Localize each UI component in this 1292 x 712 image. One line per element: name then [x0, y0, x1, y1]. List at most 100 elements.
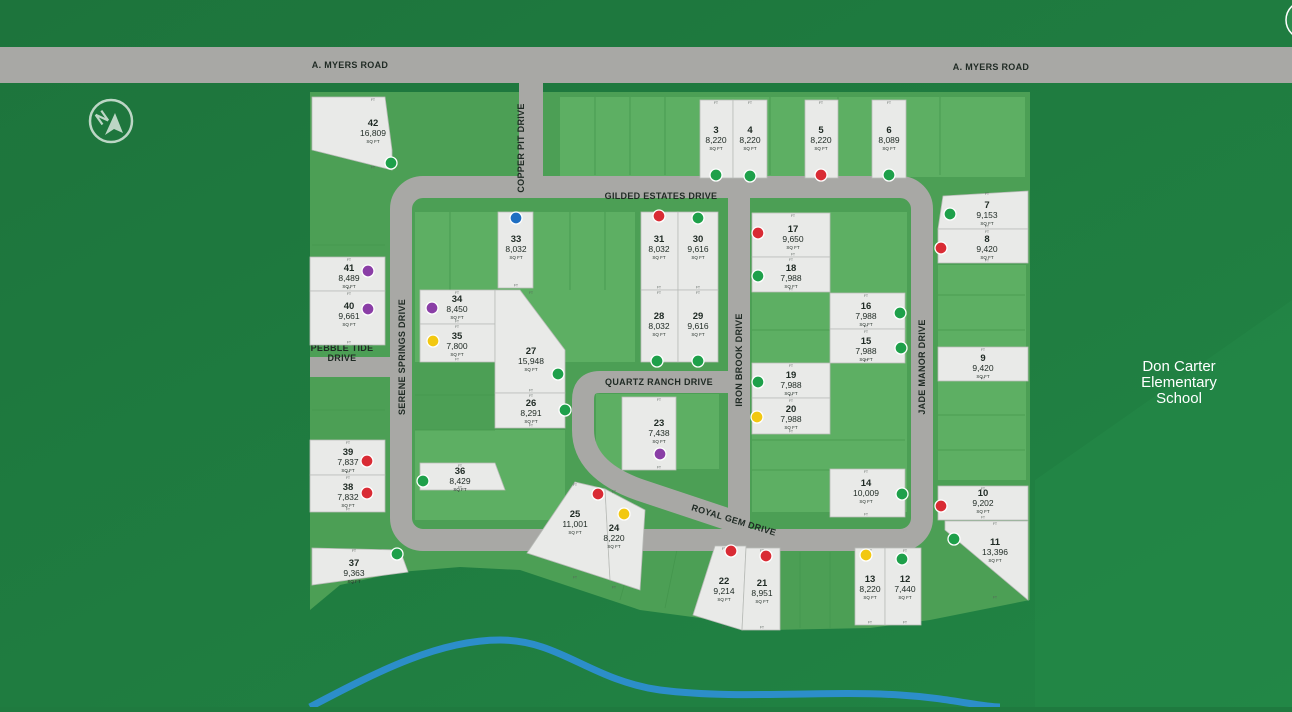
lot-shape[interactable] — [829, 468, 906, 518]
status-dot-lot-14[interactable] — [895, 487, 909, 501]
status-dot-lot-12[interactable] — [895, 552, 909, 566]
lot-shape[interactable] — [871, 99, 907, 179]
lot-shape[interactable] — [732, 99, 768, 179]
status-dot-lot-28[interactable] — [650, 354, 664, 368]
lot-shape[interactable] — [751, 256, 831, 293]
river — [308, 636, 1001, 711]
status-dot-lot-30[interactable] — [691, 211, 705, 225]
status-dot-lot-20[interactable] — [750, 410, 764, 424]
status-dot-lot-25[interactable] — [591, 487, 605, 501]
status-dot-lot-36[interactable] — [416, 474, 430, 488]
status-dot-lot-27[interactable] — [551, 367, 565, 381]
lot-shape[interactable] — [497, 211, 534, 289]
lot-shape[interactable] — [604, 488, 646, 591]
status-dot-lot-24[interactable] — [617, 507, 631, 521]
status-dot-lot-26[interactable] — [558, 403, 572, 417]
status-dot-lot-37[interactable] — [390, 547, 404, 561]
lot-shape[interactable] — [311, 547, 409, 586]
lot-shape[interactable] — [829, 328, 906, 364]
lot-sqft: 9,153 — [976, 210, 998, 220]
lot-shape[interactable] — [741, 547, 781, 631]
status-dot-lot-16[interactable] — [893, 306, 907, 320]
status-dot-lot-6[interactable] — [882, 168, 896, 182]
lot-shape[interactable] — [944, 520, 1029, 601]
status-dot-lot-5[interactable] — [814, 168, 828, 182]
lot-dimension-top: FT — [458, 464, 462, 468]
lot-shape[interactable] — [309, 474, 386, 513]
status-dot-lot-17[interactable] — [751, 226, 765, 240]
status-dot-lot-10[interactable] — [934, 499, 948, 513]
status-dot-lot-11[interactable] — [947, 532, 961, 546]
lot-shape[interactable] — [884, 547, 922, 626]
lot-sqft-unit: SQ FT — [717, 597, 731, 602]
status-dot-lot-18[interactable] — [751, 269, 765, 283]
status-dot-lot-31[interactable] — [652, 209, 666, 223]
status-dot-lot-34[interactable] — [425, 301, 439, 315]
status-dot-lot-39[interactable] — [360, 454, 374, 468]
status-dot-lot-19[interactable] — [751, 375, 765, 389]
status-dot-lot-40[interactable] — [361, 302, 375, 316]
status-dot-lot-33[interactable] — [509, 211, 523, 225]
lot-dimension-bottom: FT — [347, 287, 351, 291]
corner-button-icon[interactable] — [1285, 1, 1292, 39]
lot-shape[interactable] — [937, 346, 1029, 382]
lot-sqft-unit: SQ FT — [980, 221, 994, 226]
lot-shape[interactable] — [494, 392, 566, 429]
status-dot-lot-42[interactable] — [384, 156, 398, 170]
status-dot-lot-4[interactable] — [743, 169, 757, 183]
status-dot-lot-23[interactable] — [653, 447, 667, 461]
status-dot-lot-41[interactable] — [361, 264, 375, 278]
status-dot-lot-21[interactable] — [759, 549, 773, 563]
lot-sqft-unit: SQ FT — [450, 315, 464, 320]
status-dot-lot-3[interactable] — [709, 168, 723, 182]
lot-shape[interactable] — [751, 397, 831, 435]
status-dot-lot-38[interactable] — [360, 486, 374, 500]
status-dot-lot-15[interactable] — [894, 341, 908, 355]
status-dot-lot-8[interactable] — [934, 241, 948, 255]
lot-sqft-unit: SQ FT — [341, 468, 355, 473]
status-dot-lot-22[interactable] — [724, 544, 738, 558]
corner-button[interactable] — [1285, 1, 1292, 39]
lot-shape[interactable] — [494, 289, 566, 394]
status-dot-lot-29[interactable] — [691, 354, 705, 368]
status-dot-lot-7[interactable] — [943, 207, 957, 221]
status-dot-lot-35[interactable] — [426, 334, 440, 348]
lot-shape[interactable] — [804, 99, 839, 179]
status-dot-lot-13[interactable] — [859, 548, 873, 562]
lot-shape[interactable] — [677, 289, 719, 363]
lot-number: 21 — [757, 578, 768, 589]
